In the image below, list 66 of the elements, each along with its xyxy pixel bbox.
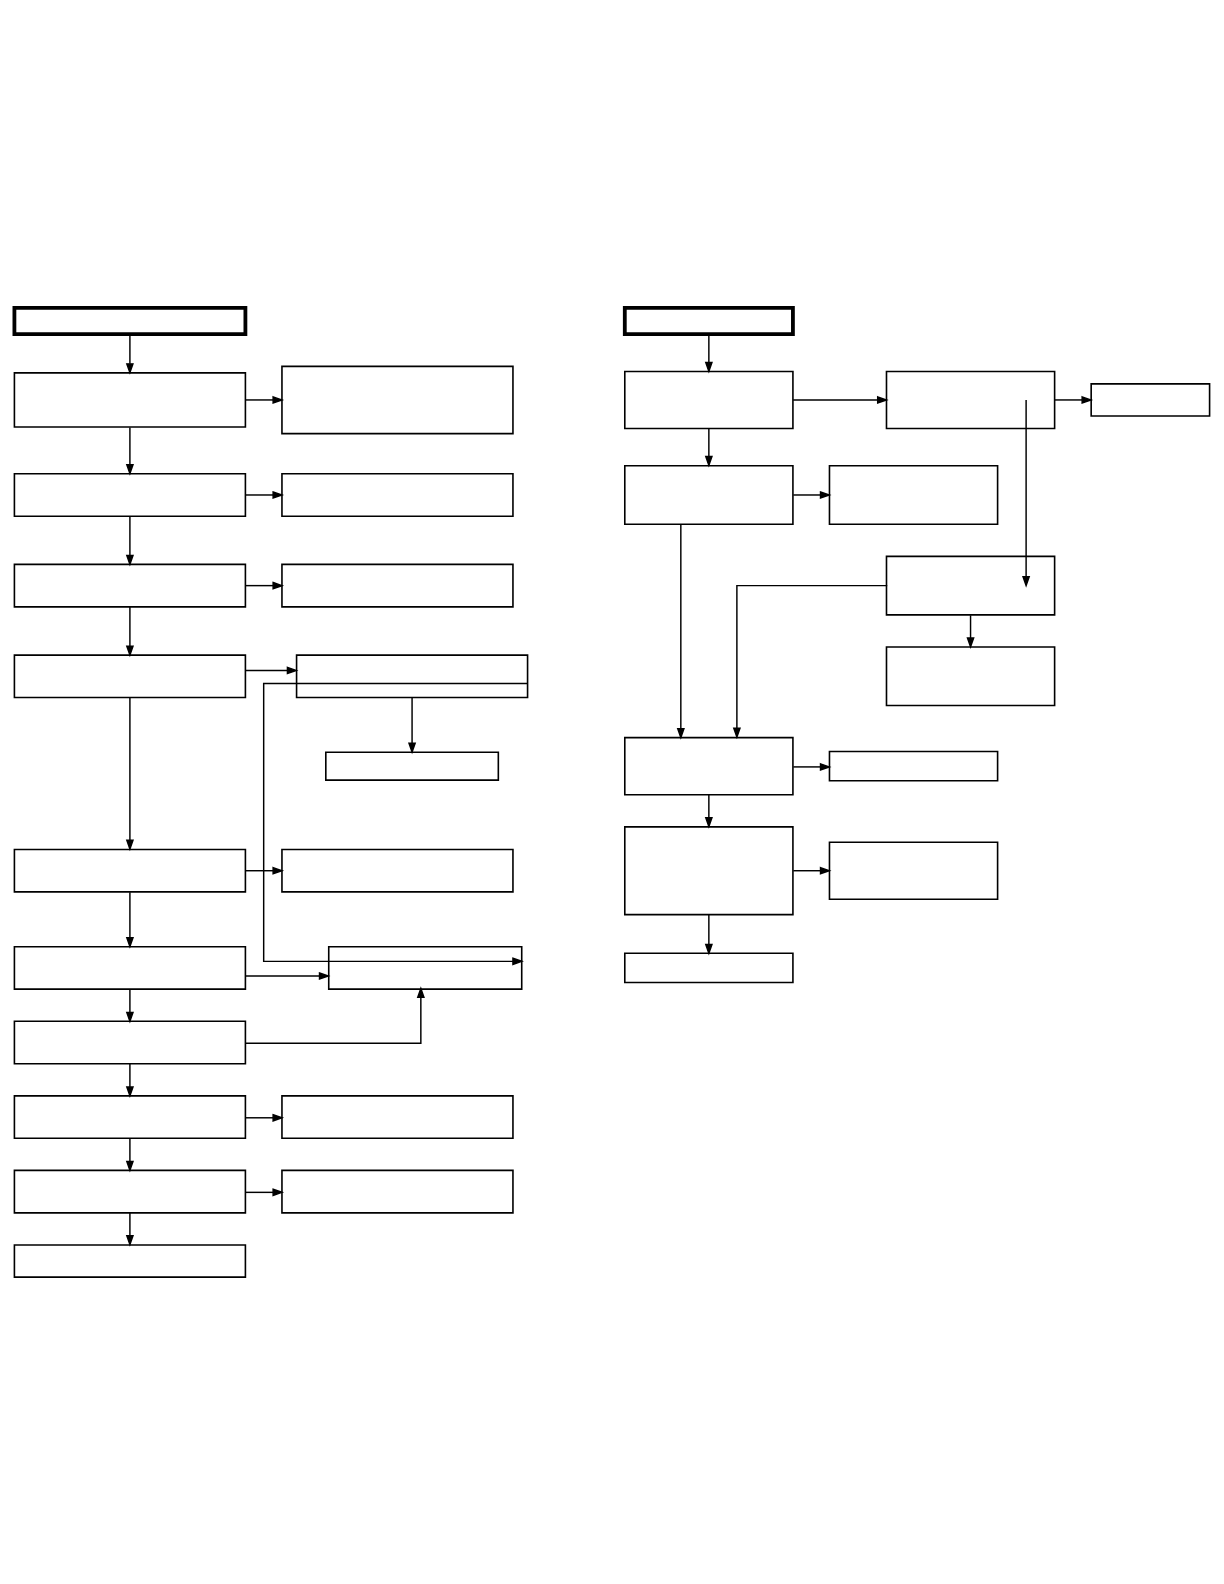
arrow xyxy=(792,762,832,771)
node-box xyxy=(828,464,999,525)
node-box xyxy=(13,653,247,698)
node-box xyxy=(828,840,999,900)
arrow xyxy=(244,866,285,875)
arrow xyxy=(244,581,285,590)
node-box xyxy=(295,653,529,698)
node-box xyxy=(624,825,794,915)
arrow xyxy=(125,605,134,657)
arrow xyxy=(125,1062,134,1098)
arrow xyxy=(792,395,889,404)
arrow xyxy=(966,614,975,649)
node-box xyxy=(281,1169,514,1214)
arrow xyxy=(125,333,134,375)
node-box xyxy=(1090,382,1211,417)
arrow xyxy=(407,696,417,754)
arrow xyxy=(125,426,134,476)
arrow xyxy=(125,988,134,1023)
arrow xyxy=(704,427,713,467)
arrow xyxy=(704,333,713,374)
node-box xyxy=(885,555,1056,616)
arrow xyxy=(244,1113,285,1122)
arrow xyxy=(676,523,685,740)
node-box xyxy=(12,305,248,336)
node-box xyxy=(622,305,795,336)
arrow xyxy=(704,793,713,829)
arrow xyxy=(244,985,425,1044)
arrow xyxy=(125,515,134,566)
node-box xyxy=(281,365,514,434)
node-box xyxy=(13,472,247,517)
arrow xyxy=(732,584,888,739)
arrow xyxy=(1022,398,1031,588)
node-box xyxy=(624,370,794,429)
arrow xyxy=(244,395,285,404)
arrow xyxy=(245,971,331,980)
node-box xyxy=(13,1169,247,1214)
arrow xyxy=(262,682,529,965)
node-box xyxy=(281,563,514,608)
node-box xyxy=(13,848,247,893)
node-box xyxy=(13,1094,247,1139)
node-box xyxy=(13,1020,247,1064)
arrow xyxy=(792,866,832,875)
node-box xyxy=(281,848,514,893)
node-box xyxy=(624,952,794,983)
arrow xyxy=(125,696,134,851)
node-box xyxy=(13,563,247,608)
arrow xyxy=(1053,395,1094,404)
arrow xyxy=(125,1211,134,1247)
node-box xyxy=(281,1094,514,1139)
node-box xyxy=(885,370,1056,429)
node-box xyxy=(885,645,1056,706)
node-box xyxy=(828,750,999,782)
arrow xyxy=(125,891,134,949)
arrow xyxy=(792,490,832,499)
arrow xyxy=(125,1137,134,1173)
arrow xyxy=(244,665,299,674)
node-box xyxy=(13,945,247,990)
arrow xyxy=(704,913,713,956)
node-box xyxy=(13,371,247,428)
node-box xyxy=(624,464,794,525)
node-box xyxy=(281,472,514,517)
node-box xyxy=(624,736,794,795)
node-box xyxy=(13,1243,247,1278)
arrow xyxy=(244,1187,285,1196)
arrow xyxy=(244,490,285,499)
node-box xyxy=(325,751,500,781)
